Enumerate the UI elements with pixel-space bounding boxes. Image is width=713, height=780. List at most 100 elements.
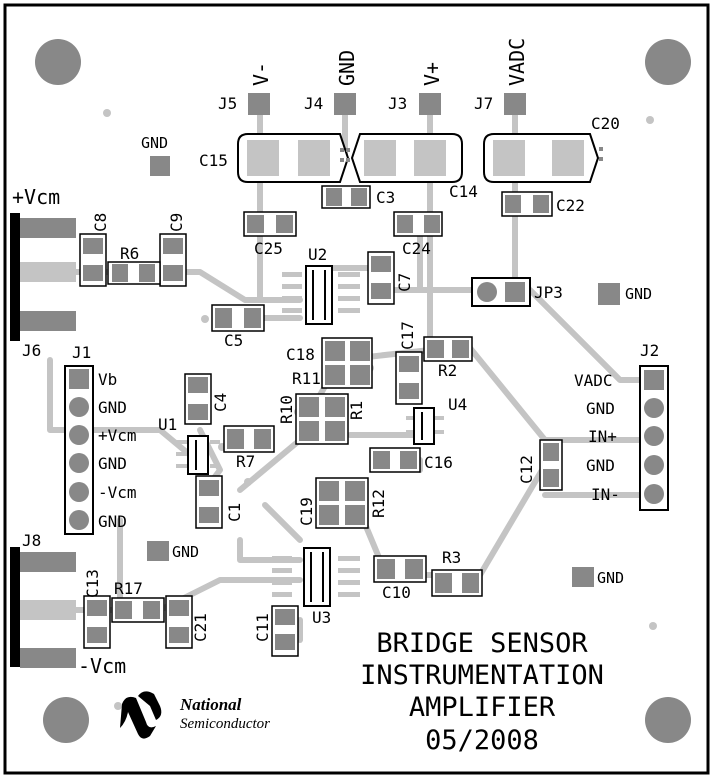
designator-j1: J1: [72, 343, 91, 362]
gnd-label: GND: [172, 543, 199, 561]
j2-pin-label: GND: [586, 399, 615, 418]
ic-u3: [272, 547, 360, 607]
header-j1: [64, 365, 94, 535]
j1-pin-label: GND: [98, 454, 127, 473]
j1-pin-label: -Vcm: [98, 483, 137, 502]
j4-pad: [334, 93, 356, 115]
designator-r1: R1: [347, 401, 366, 420]
j1-pin-label: GND: [98, 512, 127, 531]
bulk-capacitors: [237, 133, 603, 183]
designator-j8: J8: [22, 531, 41, 550]
board-outline: [3, 3, 710, 775]
label-v-plus: V+: [420, 62, 444, 86]
designator-c5: C5: [224, 331, 243, 350]
designator-j3: J3: [388, 94, 407, 113]
designator-c13: C13: [83, 569, 102, 598]
j2-pin-labels: VADC GND IN+ GND IN-: [574, 371, 620, 504]
designator-r12: R12: [369, 489, 388, 518]
designator-c8: C8: [91, 213, 110, 232]
designator-j2: J2: [640, 341, 659, 360]
j1-pin-labels: Vb GND +Vcm GND -Vcm GND: [98, 370, 137, 531]
top-connector-labels: V- GND V+ VADC: [249, 38, 529, 86]
designator-u1: U1: [158, 415, 177, 434]
designator-u3: U3: [312, 608, 331, 627]
j3-pad: [419, 93, 441, 115]
designator-c7: C7: [395, 273, 414, 292]
designator-u2: U2: [308, 245, 327, 264]
j7-pad: [504, 93, 526, 115]
top-connector-pads: [248, 93, 526, 115]
gnd-pad-labels: GND GND GND GND: [141, 134, 652, 587]
mounting-hole-bottom-right: [645, 697, 691, 743]
title-line-2: INSTRUMENTATION: [360, 660, 604, 691]
logo-semiconductor-text: Semiconductor: [180, 716, 270, 732]
logo-national-text: National: [179, 695, 242, 714]
designator-c16: C16: [424, 453, 453, 472]
header-j2: [639, 365, 669, 511]
jumper-jp3: [471, 277, 531, 307]
designator-c25: C25: [254, 239, 283, 258]
label-gnd-top: GND: [335, 50, 359, 86]
mounting-hole-bottom-left: [43, 697, 89, 743]
designators: J5 J4 J3 J7 C20 C15 C14 C3 C22 C25 C24 C…: [22, 94, 659, 642]
title-line-4: 05/2008: [425, 725, 539, 756]
designator-c11: C11: [253, 613, 272, 642]
j5-pad: [248, 93, 270, 115]
label-vadc-top: VADC: [505, 38, 529, 86]
title-line-1: BRIDGE SENSOR: [376, 628, 588, 659]
mounting-holes: [35, 39, 691, 743]
j1-pin-label: +Vcm: [98, 426, 137, 445]
designator-c9: C9: [167, 213, 186, 232]
designator-c3: C3: [376, 188, 395, 207]
gnd-test-pads: [147, 156, 620, 587]
designator-c10: C10: [382, 583, 411, 602]
designator-r2: R2: [438, 361, 457, 380]
designator-c18: C18: [286, 345, 315, 364]
designator-c12: C12: [517, 455, 536, 484]
designator-r11: R11: [292, 369, 321, 388]
gnd-label: GND: [625, 285, 652, 303]
edge-connector-j8: [10, 547, 76, 668]
designator-c17: C17: [398, 321, 417, 350]
j2-pin-label: IN-: [591, 485, 620, 504]
j2-pin-label: VADC: [574, 371, 613, 390]
designator-j4: J4: [304, 94, 323, 113]
designator-j7: J7: [474, 94, 493, 113]
designator-c21: C21: [191, 613, 210, 642]
gnd-label: GND: [141, 134, 168, 152]
j1-pin-label: GND: [98, 398, 127, 417]
mounting-hole-top-left: [35, 39, 81, 85]
j2-pin-label: GND: [586, 456, 615, 475]
designator-r17: R17: [114, 579, 143, 598]
designator-c1: C1: [225, 503, 244, 522]
designator-c22: C22: [556, 196, 585, 215]
title-line-3: AMPLIFIER: [409, 692, 556, 723]
ic-u1: [176, 435, 220, 475]
designator-c4: C4: [211, 393, 230, 412]
designator-r10: R10: [277, 395, 296, 424]
designator-j5: J5: [218, 94, 237, 113]
title-block: BRIDGE SENSOR INSTRUMENTATION AMPLIFIER …: [360, 628, 604, 756]
designator-r6: R6: [120, 244, 139, 263]
ic-u2: [282, 265, 360, 325]
ic-u4: [406, 407, 444, 445]
label-minus-vcm: -Vcm: [78, 654, 126, 678]
edge-connector-j6: [10, 213, 76, 341]
designator-c20: C20: [591, 114, 620, 133]
national-semiconductor-logo: National Semiconductor: [120, 691, 270, 739]
label-v-minus: V-: [249, 62, 273, 86]
designator-jp3: JP3: [534, 283, 563, 302]
j1-pin-label: Vb: [98, 370, 117, 389]
designator-r3: R3: [442, 548, 461, 567]
designator-c24: C24: [402, 239, 431, 258]
designator-r7: R7: [236, 452, 255, 471]
national-logo-icon: [120, 691, 162, 739]
mounting-hole-top-right: [645, 39, 691, 85]
designator-j6: J6: [22, 341, 41, 360]
designator-c15: C15: [199, 151, 228, 170]
designator-c19: C19: [297, 497, 316, 526]
gnd-label: GND: [597, 569, 624, 587]
smd-components: [79, 185, 563, 657]
designator-u4: U4: [448, 395, 467, 414]
